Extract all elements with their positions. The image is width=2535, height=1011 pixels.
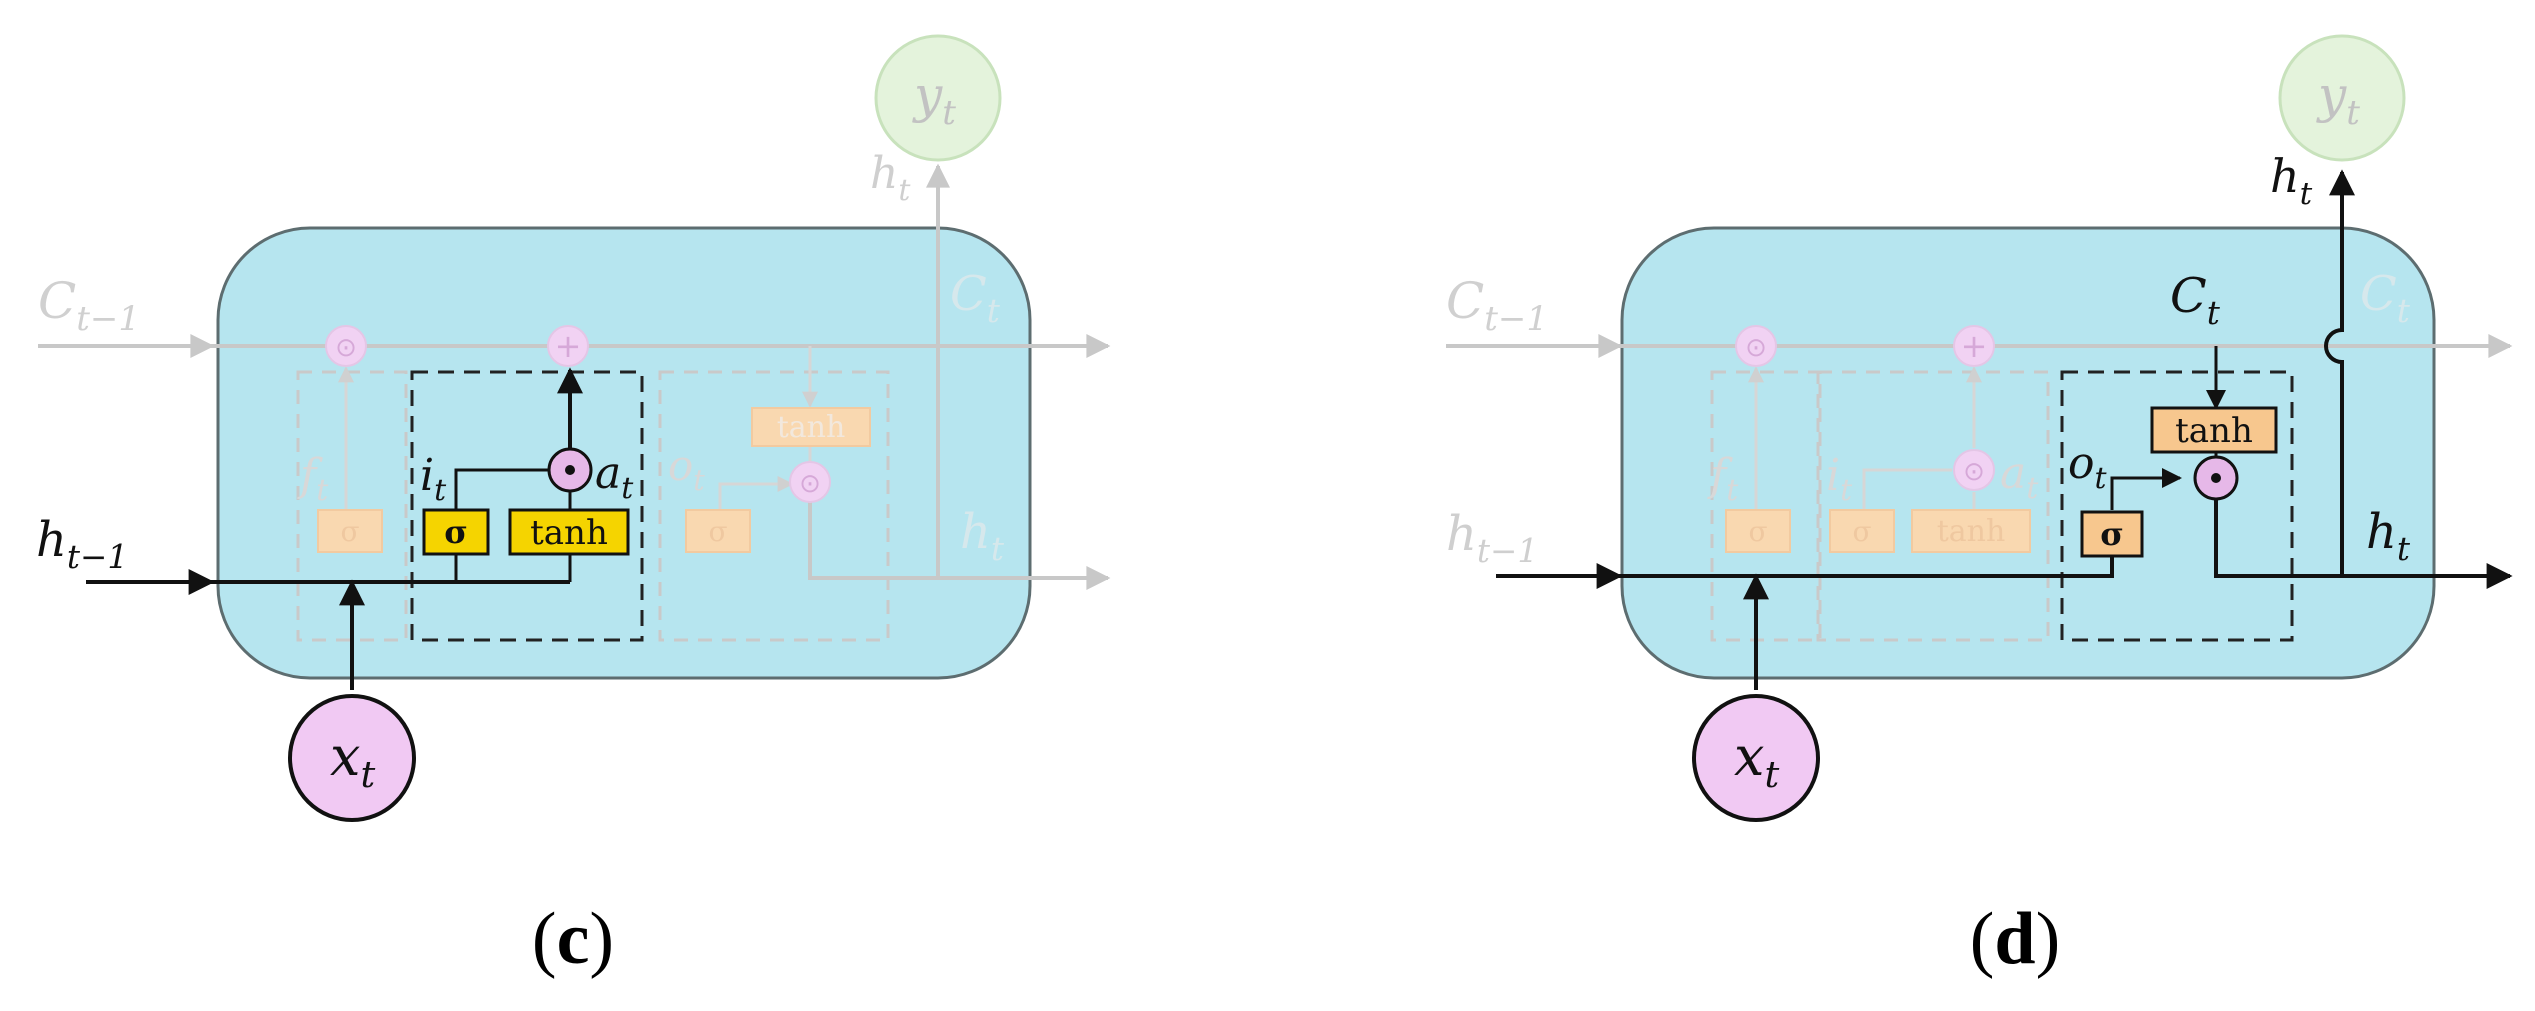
candidate-tanh-gate xyxy=(508,508,630,556)
output-sigma-gate xyxy=(685,509,751,553)
hidden-in-inner-line xyxy=(1620,556,2114,578)
candidate-tanh-gate xyxy=(1911,509,2031,553)
cell-state-out-label: Ct xyxy=(2360,266,2411,330)
input-gate-box xyxy=(1816,370,2050,642)
forget-gate-box xyxy=(1710,370,1822,642)
output-sigma-label: σ xyxy=(708,515,727,548)
output-y-node xyxy=(2278,34,2406,162)
input-x-node xyxy=(288,694,416,822)
input-gate-label: it xyxy=(1826,450,1853,508)
candidate-label: at xyxy=(2000,448,2039,506)
o-gate-line xyxy=(718,476,794,510)
candidate-tanh-label: tanh xyxy=(1937,514,2006,549)
forget-multiply-symbol: ⊙ xyxy=(335,333,357,363)
panel-c: ⊙ + σ ft σ ot tanh ⊙ σ tanh it at xyxy=(36,34,1111,980)
cell-state-out-label: Ct xyxy=(950,266,1001,330)
i-gate-line xyxy=(1862,468,1952,510)
forget-multiply-node xyxy=(325,325,367,367)
cell-state-tap-label: Ct xyxy=(2170,268,2221,332)
forget-sigma-gate xyxy=(317,509,383,553)
hidden-in-label: ht−1 xyxy=(36,512,128,576)
hidden-out-label: ht xyxy=(960,504,1005,568)
input-x-label: xt xyxy=(330,725,375,796)
i-gate-line xyxy=(454,468,548,510)
hidden-out-line xyxy=(808,486,1111,590)
output-sigma-gate xyxy=(2080,510,2144,558)
lstm-cell-body xyxy=(1620,226,2436,680)
output-gate-box xyxy=(2060,370,2294,642)
forget-multiply-symbol: ⊙ xyxy=(1745,333,1767,363)
hidden-up-line xyxy=(2324,169,2355,576)
output-y-label: yt xyxy=(912,66,956,133)
output-gate-label: ot xyxy=(2068,438,2108,496)
output-multiply-symbol: ⊙ xyxy=(799,469,821,499)
hidden-up-label: ht xyxy=(2270,149,2313,212)
panel-d: ⊙ + σ ft σ tanh ⊙ it at σ tanh ot Ct xyxy=(1446,34,2513,980)
add-symbol: + xyxy=(555,327,582,365)
hidden-out-line xyxy=(2214,500,2513,589)
input-gate-box xyxy=(410,370,644,642)
input-multiply-symbol: ⊙ xyxy=(1963,457,1985,487)
panel-c-caption: (c) xyxy=(532,898,614,980)
output-multiply-dot xyxy=(2211,473,2221,483)
o-gate-line xyxy=(2110,468,2182,510)
cell-state-in-label: Ct−1 xyxy=(38,272,140,339)
output-y-label: yt xyxy=(2316,66,2360,133)
input-sigma-gate xyxy=(1829,509,1895,553)
forget-sigma-label: σ xyxy=(1748,515,1767,548)
forget-gate-label: ft xyxy=(1707,450,1739,508)
input-x-label: xt xyxy=(1734,725,1779,796)
input-gate-label: it xyxy=(420,450,447,508)
input-multiply-dot xyxy=(565,465,575,475)
candidate-label: at xyxy=(595,448,634,506)
lstm-cell-body xyxy=(216,226,1032,680)
input-sigma-label: σ xyxy=(444,513,468,551)
output-y-node xyxy=(874,34,1002,162)
hidden-out-label: ht xyxy=(2366,504,2411,568)
forget-multiply-node xyxy=(1735,325,1777,367)
hidden-up-label: ht xyxy=(870,148,911,208)
input-sigma-label: σ xyxy=(1852,515,1871,548)
input-sigma-gate xyxy=(422,508,490,556)
output-gate-label: ot xyxy=(668,441,705,497)
input-multiply-node xyxy=(1953,449,1995,491)
output-tanh-gate xyxy=(2150,406,2278,454)
output-sigma-label: σ xyxy=(2100,515,2124,553)
forget-sigma-gate xyxy=(1725,509,1791,553)
cell-state-in-label: Ct−1 xyxy=(1446,272,1548,339)
input-x-node xyxy=(1692,694,1820,822)
add-node xyxy=(547,325,589,367)
add-node xyxy=(1953,325,1995,367)
add-symbol: + xyxy=(1961,327,1988,365)
output-tanh-label: tanh xyxy=(2175,411,2253,451)
panel-d-caption: (d) xyxy=(1970,898,2060,980)
forget-sigma-label: σ xyxy=(340,515,359,548)
output-gate-box xyxy=(658,370,890,642)
output-tanh-gate xyxy=(751,407,871,447)
output-tanh-label: tanh xyxy=(777,410,846,445)
candidate-tanh-label: tanh xyxy=(530,513,608,553)
hidden-in-label: ht−1 xyxy=(1446,506,1538,570)
output-multiply-node xyxy=(789,461,831,503)
